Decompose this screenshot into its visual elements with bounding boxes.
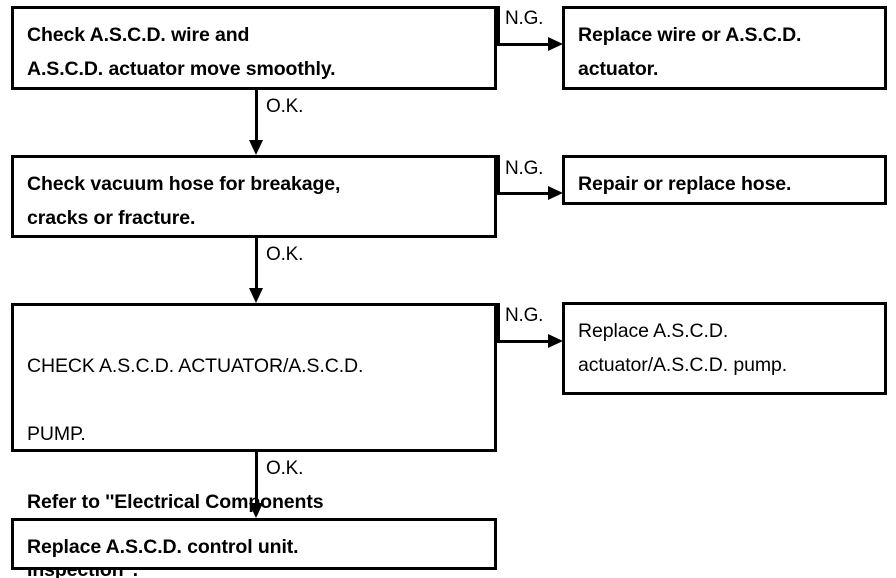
node-replace-control-unit[interactable]: Replace A.S.C.D. control unit. <box>11 518 497 570</box>
flow-arrowhead-ok-3 <box>249 503 263 518</box>
edge-label-ok-1: O.K. <box>266 96 304 117</box>
node-check-wire-text: Check A.S.C.D. wire and A.S.C.D. actuato… <box>27 24 336 80</box>
node-replace-actuator-pump[interactable]: Replace A.S.C.D. actuator/A.S.C.D. pump. <box>562 302 887 395</box>
branch-arrowhead-ng-1 <box>548 37 563 51</box>
flow-arrowhead-ok-1 <box>249 140 263 155</box>
edge-label-ng-3: N.G. <box>505 305 544 326</box>
branch-arrow-ng-2 <box>497 192 550 195</box>
flow-line-ok-2 <box>255 238 258 290</box>
flow-line-ok-3 <box>255 452 258 505</box>
flow-arrowhead-ok-2 <box>249 288 263 303</box>
node-check-hose-text: Check vacuum hose for breakage, cracks o… <box>27 173 341 229</box>
node-repair-hose-text: Repair or replace hose. <box>578 173 792 195</box>
node-replace-actuator-pump-text: Replace A.S.C.D. actuator/A.S.C.D. pump. <box>578 320 788 376</box>
branch-stem-ng-2 <box>497 155 500 195</box>
branch-arrow-ng-3 <box>497 340 550 343</box>
node-check-hose[interactable]: Check vacuum hose for breakage, cracks o… <box>11 155 497 238</box>
node-replace-wire[interactable]: Replace wire or A.S.C.D. actuator. <box>562 6 887 90</box>
branch-stem-ng-3 <box>497 303 500 343</box>
branch-arrow-ng-1 <box>497 43 550 46</box>
edge-label-ok-3: O.K. <box>266 458 304 479</box>
node-line-2: PUMP. <box>27 423 86 445</box>
edge-label-ng-1: N.G. <box>505 8 544 29</box>
edge-label-ng-2: N.G. <box>505 158 544 179</box>
node-check-actuator-pump[interactable]: CHECK A.S.C.D. ACTUATOR/A.S.C.D. PUMP. R… <box>11 303 497 578</box>
edge-label-ok-2: O.K. <box>266 244 304 265</box>
node-repair-hose[interactable]: Repair or replace hose. <box>562 155 887 205</box>
node-line-1: CHECK A.S.C.D. ACTUATOR/A.S.C.D. <box>27 355 364 377</box>
node-line-3: Refer to ''Electrical Components <box>27 491 324 513</box>
node-replace-control-unit-text: Replace A.S.C.D. control unit. <box>27 536 299 558</box>
node-replace-wire-text: Replace wire or A.S.C.D. actuator. <box>578 24 802 80</box>
flow-line-ok-1 <box>255 90 258 142</box>
branch-arrowhead-ng-2 <box>548 186 563 200</box>
branch-arrowhead-ng-3 <box>548 334 563 348</box>
branch-stem-ng-1 <box>497 6 500 46</box>
node-check-wire[interactable]: Check A.S.C.D. wire and A.S.C.D. actuato… <box>11 6 497 90</box>
